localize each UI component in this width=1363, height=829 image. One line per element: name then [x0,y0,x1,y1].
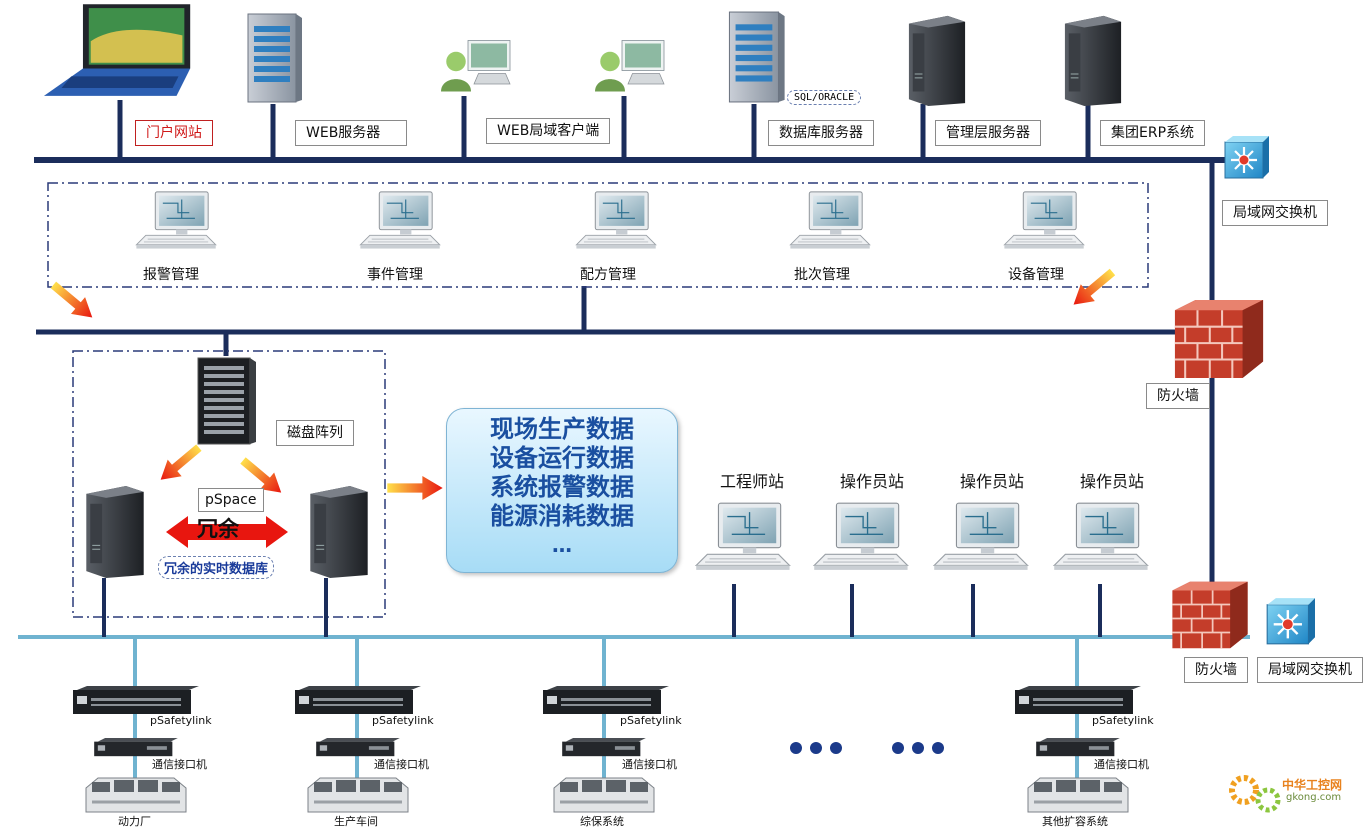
disk-array-icon [197,357,256,445]
station-pc-icon-1 [695,502,791,571]
console-icon-1 [84,776,188,814]
lan-switch-icon-top [1223,134,1270,180]
pspace-label: pSpace [198,488,264,512]
comm-label-2: 通信接口机 [374,758,429,771]
storage-area [72,350,386,618]
erp-label: 集团ERP系统 [1100,120,1206,146]
station-label-operator-3: 操作员站 [1080,472,1145,491]
data-line-more: … [552,533,572,557]
arrow-to-data-icon [387,476,443,500]
db-server-left-icon [85,485,145,578]
db-server-right-icon [309,485,369,578]
mgmt-pc-icon-3 [575,191,657,250]
station-pc-icon-2 [813,502,909,571]
station-pc-icon-3 [933,502,1029,571]
lan-switch-label-bottom: 局域网交换机 [1257,657,1363,683]
laptop-icon [43,4,191,96]
data-line-equipment: 设备运行数据 [490,444,634,472]
data-line-energy: 能源消耗数据 [490,502,634,530]
arrow-left-down-icon [46,276,100,326]
lan-switch-label-top: 局域网交换机 [1222,200,1328,226]
comm-unit-icon-3 [562,738,646,757]
mgmt-label-alarm: 报警管理 [143,267,199,283]
web-server-label: WEB服务器 [295,120,407,146]
watermark-cn: 中华工控网 [1282,778,1343,792]
mgmt-label-recipe: 配方管理 [580,267,636,283]
mgmt-label-event: 事件管理 [367,267,423,283]
console-icon-4 [1026,776,1130,814]
comm-unit-icon-2 [316,738,400,757]
firewall-label-top: 防火墙 [1146,383,1210,409]
redundancy-arrow-icon [166,516,288,548]
field-data-box: 现场生产数据 设备运行数据 系统报警数据 能源消耗数据 … [446,408,678,573]
arrow-disk-left-icon [153,439,206,489]
data-line-alarm: 系统报警数据 [490,473,634,501]
console-icon-2 [306,776,410,814]
psafetylink-icon-4 [1015,686,1141,714]
site-label-workshop: 生产车间 [334,815,378,828]
station-label-operator-2: 操作员站 [960,472,1025,491]
erp-server-icon [1064,15,1122,106]
mgmt-label-batch: 批次管理 [794,267,850,283]
mgmt-server-label: 管理层服务器 [935,120,1041,146]
mgmt-label-equipment: 设备管理 [1008,267,1064,283]
comm-label-1: 通信接口机 [152,758,207,771]
watermark-gear-icon [1229,775,1281,813]
mgmt-pc-icon-4 [789,191,871,250]
arrow-right-down-icon [1066,263,1120,314]
web-client-icon-1 [440,40,511,92]
comm-label-3: 通信接口机 [622,758,677,771]
web-server-icon [247,13,302,103]
sql-oracle-badge: SQL/ORACLE [787,90,862,105]
db-server-icon [728,11,786,103]
firewall-icon-top [1173,299,1265,379]
disk-array-label: 磁盘阵列 [276,420,354,446]
db-server-label: 数据库服务器 [768,120,874,146]
mgmt-pc-icon-5 [1003,191,1085,250]
management-area [47,182,1149,288]
mgmt-server-icon [908,15,966,106]
station-label-engineer: 工程师站 [720,472,785,491]
data-line-production: 现场生产数据 [490,415,634,443]
station-pc-icon-4 [1053,502,1149,571]
console-icon-3 [552,776,656,814]
psafetylink-label-1: pSafetylink [150,714,212,727]
web-client-icon-2 [594,40,665,92]
psafetylink-icon-2 [295,686,421,714]
lan-switch-icon-bottom [1265,596,1317,646]
mgmt-pc-icon-1 [135,191,217,250]
station-label-operator-1: 操作员站 [840,472,905,491]
psafetylink-label-4: pSafetylink [1092,714,1154,727]
firewall-label-bottom: 防火墙 [1184,657,1248,683]
site-label-expansion: 其他扩容系统 [1042,815,1108,828]
comm-label-4: 通信接口机 [1094,758,1149,771]
site-label-power: 动力厂 [118,815,151,828]
web-client-label: WEB局域客户端 [486,118,611,144]
watermark-en: gkong.com [1286,792,1342,803]
redundancy-label: 冗余 [197,517,239,541]
psafetylink-label-2: pSafetylink [372,714,434,727]
firewall-icon-bottom [1171,580,1249,650]
psafetylink-icon-1 [73,686,199,714]
psafetylink-label-3: pSafetylink [620,714,682,727]
site-label-protection: 综保系统 [580,815,624,828]
more-dots-icon [790,742,944,754]
comm-unit-icon-1 [94,738,178,757]
realtime-db-label: 冗余的实时数据库 [158,556,275,579]
portal-label: 门户网站 [135,120,213,146]
mgmt-pc-icon-2 [359,191,441,250]
psafetylink-icon-3 [543,686,669,714]
comm-unit-icon-4 [1036,738,1120,757]
